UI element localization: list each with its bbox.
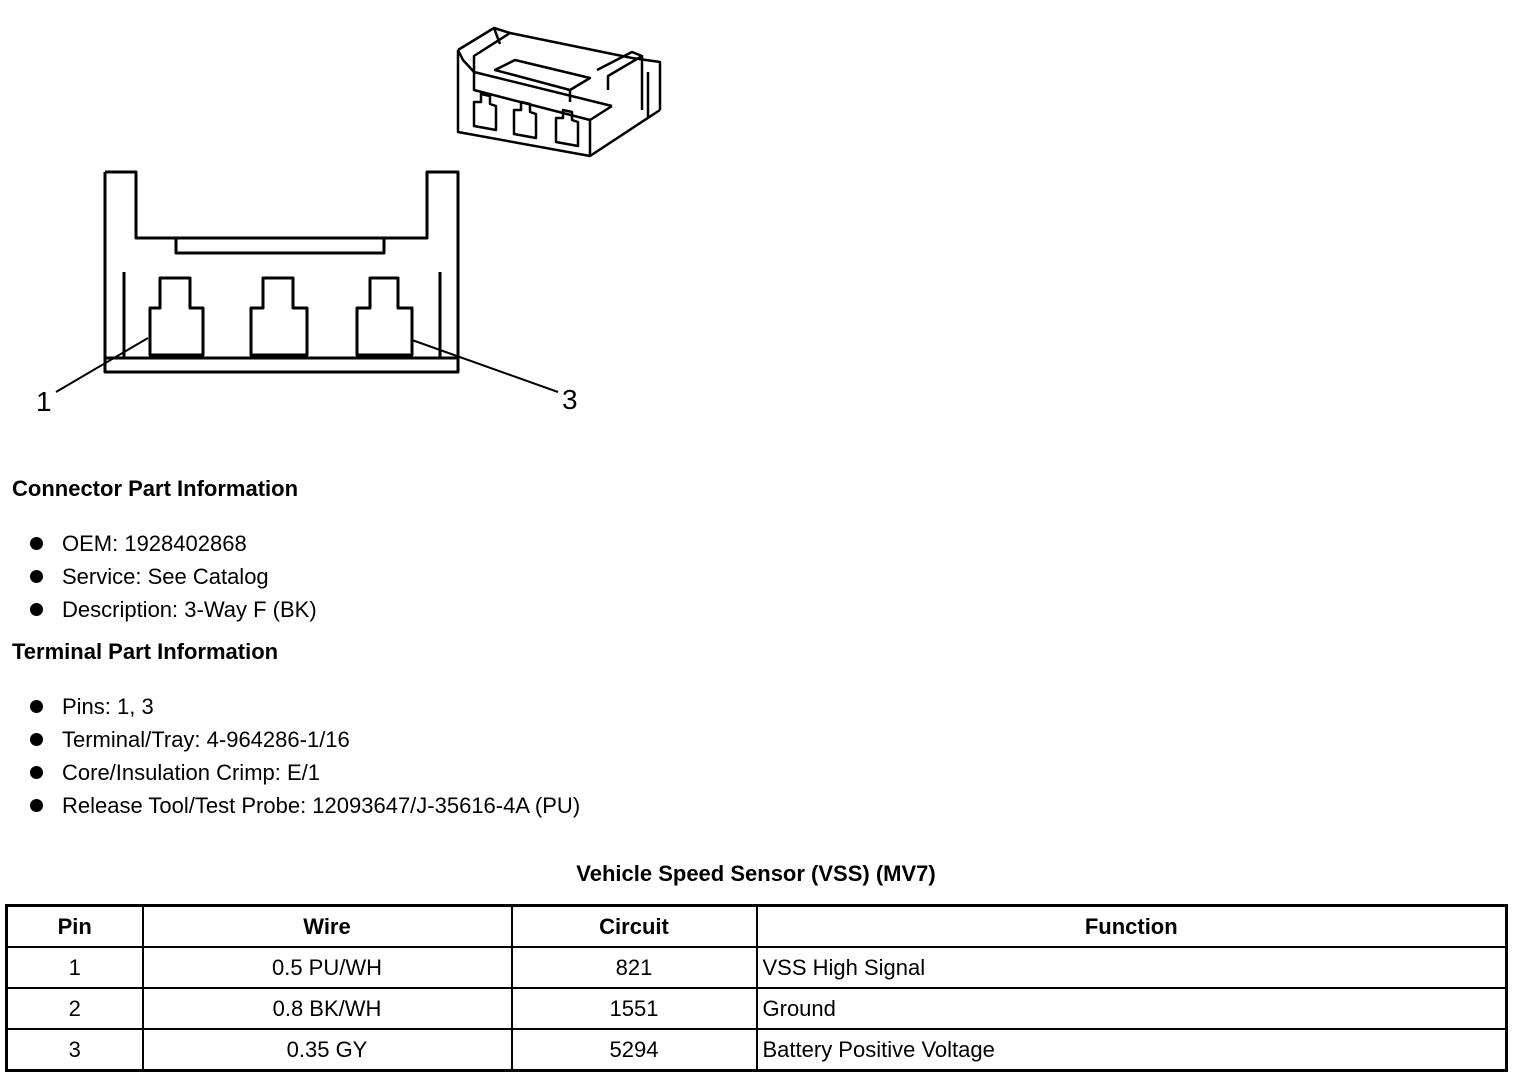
header-wire: Wire	[141, 904, 513, 948]
cell-pin: 3	[5, 1028, 144, 1072]
connector-info-list: OEM: 1928402868 Service: See Catalog Des…	[0, 527, 317, 626]
leader-line-3	[411, 339, 559, 393]
header-pin: Pin	[5, 904, 144, 948]
list-item: OEM: 1928402868	[0, 527, 317, 560]
bullet-icon	[30, 766, 43, 779]
table-header-row: Pin Wire Circuit Function	[5, 904, 1508, 948]
cell-function: Battery Positive Voltage	[755, 1028, 1508, 1072]
callout-pin-3: 3	[562, 384, 578, 415]
bullet-icon	[30, 537, 43, 550]
bullet-icon	[30, 700, 43, 713]
header-circuit: Circuit	[510, 904, 758, 948]
cell-wire: 0.8 BK/WH	[141, 987, 513, 1030]
header-function: Function	[755, 904, 1508, 948]
cell-wire: 0.5 PU/WH	[141, 946, 513, 989]
bullet-icon	[30, 603, 43, 616]
table-row: 2 0.8 BK/WH 1551 Ground	[5, 987, 1508, 1030]
bullet-icon	[30, 570, 43, 583]
cell-function: Ground	[755, 987, 1508, 1030]
table-row: 3 0.35 GY 5294 Battery Positive Voltage	[5, 1028, 1508, 1072]
terminal-section-title: Terminal Part Information	[12, 639, 279, 664]
connector-3d-view	[456, 26, 662, 158]
connector-section-title: Connector Part Information	[12, 476, 299, 501]
table-title: Vehicle Speed Sensor (VSS) (MV7)	[576, 861, 936, 886]
list-item: Description: 3-Way F (BK)	[0, 593, 317, 626]
table-row: 1 0.5 PU/WH 821 VSS High Signal	[5, 946, 1508, 989]
cell-pin: 1	[5, 946, 144, 989]
list-item: Core/Insulation Crimp: E/1	[0, 756, 580, 789]
cell-pin: 2	[5, 987, 144, 1030]
callout-pin-1: 1	[36, 386, 52, 417]
connector-diagram	[55, 26, 662, 393]
cell-circuit: 821	[510, 946, 758, 989]
pinout-table: Pin Wire Circuit Function 1 0.5 PU/WH 82…	[5, 904, 1508, 1072]
connector-front-view	[55, 170, 559, 393]
cell-wire: 0.35 GY	[141, 1028, 513, 1072]
cavity-2	[249, 276, 309, 357]
cell-function: VSS High Signal	[755, 946, 1508, 989]
list-item: Terminal/Tray: 4-964286-1/16	[0, 723, 580, 756]
list-item: Service: See Catalog	[0, 560, 317, 593]
cell-circuit: 5294	[510, 1028, 758, 1072]
leader-line-1	[55, 337, 149, 393]
list-item: Pins: 1, 3	[0, 690, 580, 723]
cavity-1	[148, 276, 205, 357]
bullet-icon	[30, 733, 43, 746]
cavity-3	[355, 276, 414, 357]
cell-circuit: 1551	[510, 987, 758, 1030]
bullet-icon	[30, 799, 43, 812]
terminal-info-list: Pins: 1, 3 Terminal/Tray: 4-964286-1/16 …	[0, 690, 580, 822]
list-item: Release Tool/Test Probe: 12093647/J-3561…	[0, 789, 580, 822]
